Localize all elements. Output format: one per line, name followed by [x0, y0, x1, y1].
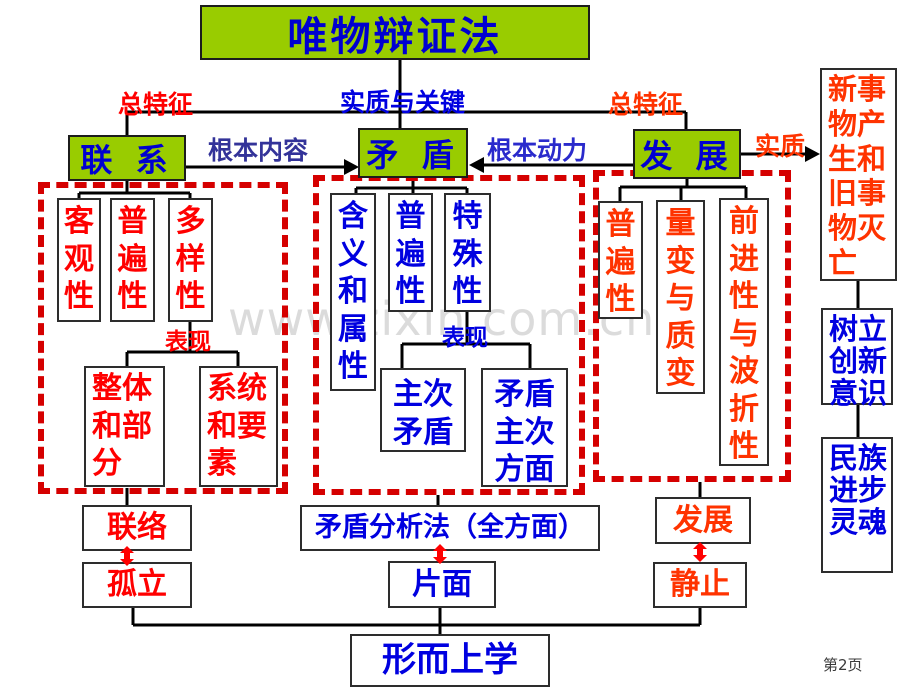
manifestation-label-mid: 表现 — [442, 325, 488, 351]
whole-and-part-box: 整体和部分 — [84, 366, 165, 487]
forward-tortuous-box: 前进性与波折性 — [719, 198, 769, 466]
arrowheads — [344, 146, 820, 175]
label-general-feature-right: 总特征 — [608, 90, 684, 119]
manifestation-label-left: 表现 — [165, 329, 211, 355]
diversity-box: 多样性 — [168, 198, 213, 322]
universality-box-fazhan: 普遍性 — [598, 201, 643, 319]
metaphysics-box: 形而上学 — [350, 634, 550, 687]
node-fazhan: 发 展 — [633, 129, 741, 179]
universality-box-lianxi: 普遍性 — [110, 198, 155, 322]
label-general-feature-left: 总特征 — [118, 90, 194, 119]
meaning-attribute-box: 含义和属性 — [330, 193, 376, 391]
universality-box-maodun: 普遍性 — [388, 193, 433, 312]
double-arrow-icon — [120, 546, 134, 566]
principal-aspect-box: 矛盾主次方面 — [481, 368, 568, 487]
quantitative-qualitative-box: 量变与质变 — [656, 200, 705, 394]
label-basic-motive: 根本动力 — [487, 136, 588, 165]
particularity-box: 特殊性 — [444, 193, 491, 312]
title-box: 唯物辩证法 — [200, 5, 590, 60]
system-and-element-box: 系统和要素 — [199, 366, 278, 487]
static-box: 静止 — [653, 562, 747, 608]
double-arrow-icon — [433, 544, 447, 564]
national-progress-soul-box: 民族进步灵魂 — [821, 437, 893, 573]
node-maodun: 矛 盾 — [358, 128, 468, 178]
new-old-things-box: 新事物产生和旧事物灭亡 — [820, 68, 897, 281]
isolation-box: 孤立 — [82, 562, 192, 608]
double-arrow-icon — [693, 542, 707, 562]
label-essence-and-key: 实质与关键 — [340, 88, 466, 117]
arrow-basic-motive — [469, 157, 484, 173]
principal-contradiction-box: 主次矛盾 — [380, 368, 466, 452]
arrow-basic-content — [344, 159, 359, 175]
innovation-awareness-box: 树立创新意识 — [821, 308, 893, 409]
label-essence: 实质 — [755, 132, 806, 161]
arrow-essence — [805, 146, 820, 162]
label-basic-content: 根本内容 — [208, 136, 309, 165]
development-box: 发展 — [655, 497, 751, 544]
objectivity-box: 客观性 — [57, 198, 101, 322]
page-number: 第2页 — [823, 656, 863, 674]
node-lianxi: 联 系 — [68, 135, 186, 181]
one-sided-box: 片面 — [388, 561, 496, 608]
lianluo-box: 联络 — [82, 505, 192, 551]
dashed-frame-lianxi — [38, 182, 288, 494]
dashed-frame-maodun — [313, 175, 585, 495]
contradiction-analysis-box: 矛盾分析法（全方面） — [300, 505, 600, 551]
